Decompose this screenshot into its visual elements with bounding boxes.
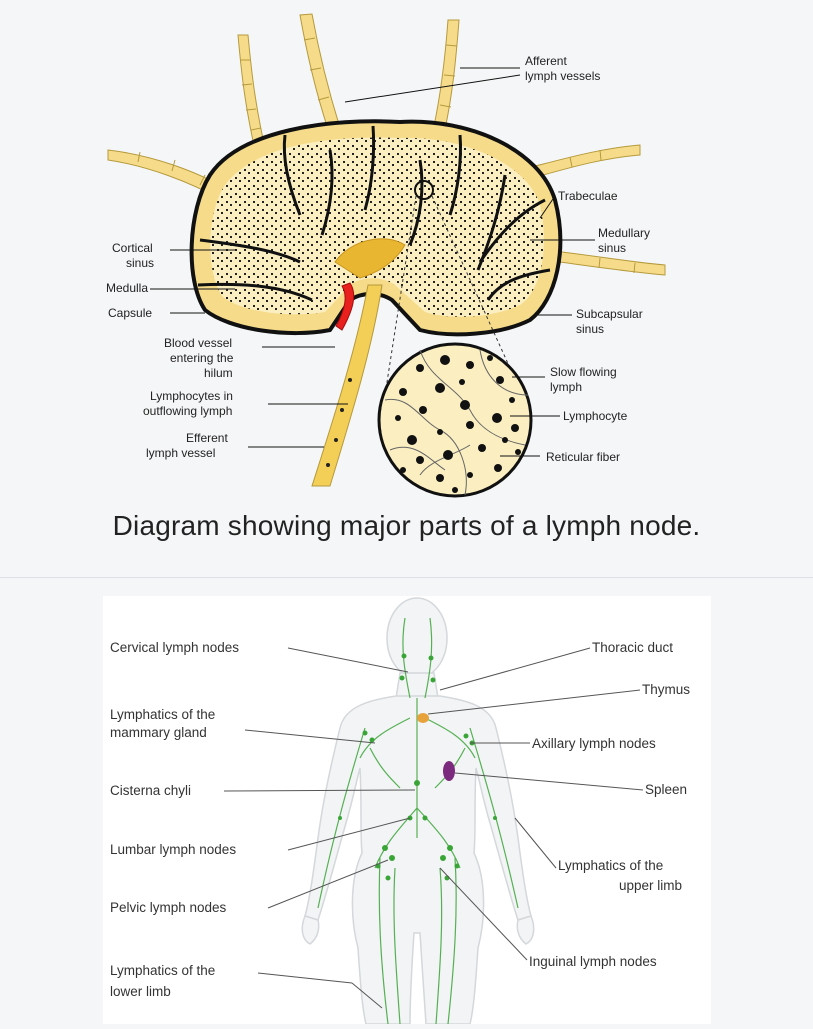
node-cortex <box>210 137 544 317</box>
label-afferent-2: lymph vessels <box>525 69 600 83</box>
thymus-organ <box>417 713 429 723</box>
label-lower-2: lower limb <box>110 984 171 999</box>
label-medullary-2: sinus <box>598 241 626 255</box>
label-upper-1: Lymphatics of the <box>558 858 663 873</box>
medulla <box>334 238 406 279</box>
label-trabeculae: Trabeculae <box>558 189 618 203</box>
label-blood-2: entering the <box>170 351 234 365</box>
label-upper-2: upper limb <box>619 878 682 893</box>
label-lympho-out-1: Lymphocytes in <box>150 389 233 403</box>
blood-vessel <box>335 282 355 331</box>
label-pelvic: Pelvic lymph nodes <box>110 900 227 915</box>
label-cisterna: Cisterna chyli <box>110 783 191 798</box>
label-subcapsular-2: sinus <box>576 322 604 336</box>
label-slow-2: lymph <box>550 380 582 394</box>
magnified-area-marker <box>414 180 434 200</box>
efferent-vessel <box>311 284 383 487</box>
section-divider <box>0 577 813 578</box>
label-reticular: Reticular fiber <box>546 450 620 464</box>
label-blood-3: hilum <box>204 366 233 380</box>
magnified-view <box>377 342 533 498</box>
lymph-nodes-dots <box>338 653 497 881</box>
label-medullary-1: Medullary <box>598 226 650 240</box>
spleen-organ <box>443 761 455 781</box>
lymph-node-panel: Afferent lymph vessels Trabeculae Medull… <box>106 13 701 541</box>
leader-lines <box>150 67 595 457</box>
label-mammary-2: mammary gland <box>110 725 207 740</box>
label-mammary-1: Lymphatics of the <box>110 707 215 722</box>
afferent-vessels <box>107 13 666 276</box>
lymphatic-system-panel: Cervical lymph nodes Thoracic duct Thymu… <box>0 578 813 1025</box>
label-axillary: Axillary lymph nodes <box>532 736 656 751</box>
label-slow-1: Slow flowing <box>550 365 617 379</box>
label-efferent-1: Efferent <box>186 431 228 445</box>
body-leader-lines <box>223 647 644 1009</box>
label-cortical-2: sinus <box>126 256 154 270</box>
label-thymus: Thymus <box>642 682 690 697</box>
label-subcapsular-1: Subcapsular <box>576 307 643 321</box>
label-inguinal: Inguinal lymph nodes <box>529 954 657 969</box>
label-lymphocyte: Lymphocyte <box>563 409 628 423</box>
trabeculae-lines <box>197 125 551 302</box>
label-efferent-2: lymph vessel <box>146 446 215 460</box>
body-silhouette <box>301 597 535 1025</box>
label-afferent-1: Afferent <box>525 54 567 68</box>
label-cortical-1: Cortical <box>112 241 153 255</box>
lymph-node-diagram: Afferent lymph vessels Trabeculae Medull… <box>106 13 666 498</box>
label-spleen: Spleen <box>645 782 687 797</box>
diagram-caption: Diagram showing major parts of a lymph n… <box>112 510 701 541</box>
label-lower-1: Lymphatics of the <box>110 963 215 978</box>
label-capsule: Capsule <box>108 306 152 320</box>
afferent-vessel-bumps <box>137 37 636 274</box>
label-lumbar: Lumbar lymph nodes <box>110 842 236 857</box>
efferent-lymphocytes <box>326 378 352 467</box>
label-blood-1: Blood vessel <box>164 336 232 350</box>
label-cervical: Cervical lymph nodes <box>110 640 239 655</box>
label-lympho-out-2: outflowing lymph <box>143 404 232 418</box>
label-medulla: Medulla <box>106 281 148 295</box>
label-thoracic: Thoracic duct <box>592 640 673 655</box>
lymphatic-system-diagram: Cervical lymph nodes Thoracic duct Thymu… <box>103 596 711 1025</box>
